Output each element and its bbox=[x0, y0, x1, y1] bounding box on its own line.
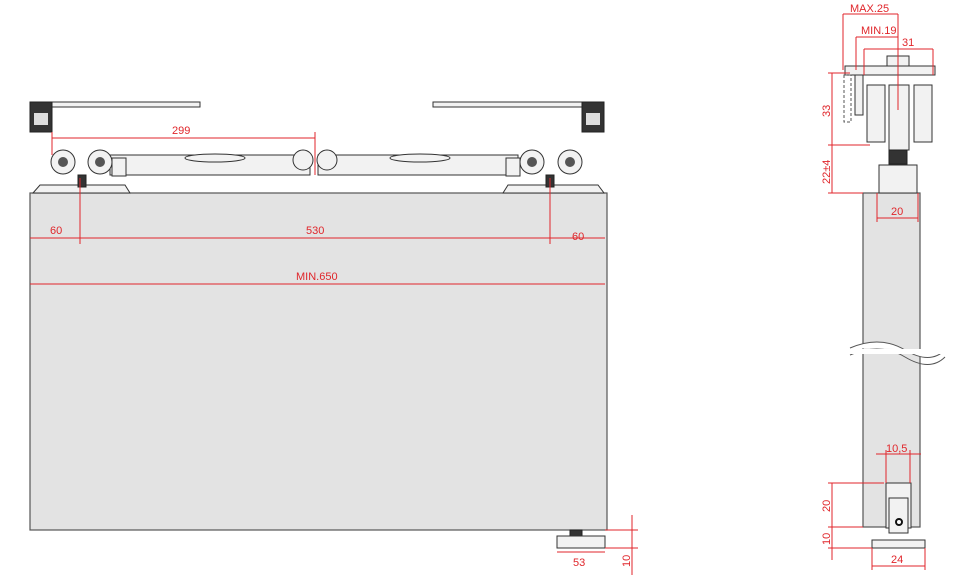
dim-10-side-label: 10 bbox=[821, 533, 833, 545]
dim-530-label: 530 bbox=[306, 225, 324, 237]
front-view: 299 60 530 60 MIN.650 53 10 bbox=[29, 101, 638, 575]
left-track-bracket bbox=[29, 101, 201, 133]
dim-min19-label: MIN.19 bbox=[861, 25, 896, 37]
left-roller-carriage bbox=[31, 149, 131, 194]
side-view: MAX.25 MIN.19 31 33 22±4 20 10,5 20 10 2… bbox=[821, 3, 950, 570]
floor-guide bbox=[556, 535, 606, 549]
dim-max25-label: MAX.25 bbox=[850, 3, 889, 15]
side-floor-guide bbox=[871, 539, 926, 549]
dim-299-label: 299 bbox=[172, 125, 190, 137]
dim-20-top-label: 20 bbox=[891, 206, 903, 218]
dim-20-bottom-label: 20 bbox=[821, 500, 833, 512]
right-track-bracket bbox=[432, 101, 605, 133]
dim-53-label: 53 bbox=[573, 557, 585, 569]
right-roller-carriage bbox=[502, 149, 605, 194]
dim-33-label: 33 bbox=[821, 105, 833, 117]
dim-31-label: 31 bbox=[902, 37, 914, 49]
dim-10-5-label: 10,5 bbox=[886, 443, 907, 455]
dim-22-label: 22±4 bbox=[821, 160, 833, 184]
dim-24-label: 24 bbox=[891, 554, 903, 566]
dim-60-right-label: 60 bbox=[572, 231, 584, 243]
dim-60-left-label: 60 bbox=[50, 225, 62, 237]
dim-10-front-label: 10 bbox=[621, 555, 633, 567]
dim-min650-label: MIN.650 bbox=[296, 271, 338, 283]
hanger-profile bbox=[843, 55, 936, 194]
door-panel bbox=[29, 192, 608, 531]
